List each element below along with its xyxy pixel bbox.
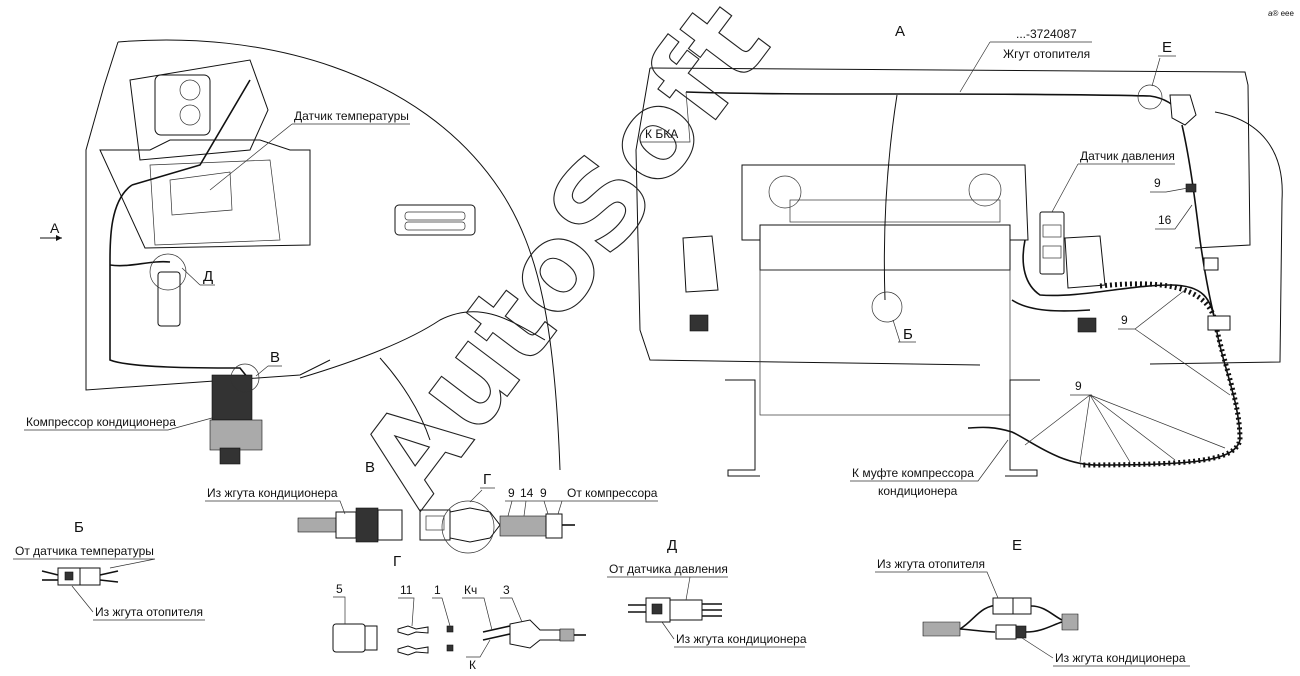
- from-heater-harness-label-b: Из жгута отопителя: [95, 605, 203, 619]
- from-ac-harness-label-v: Из жгута кондиционера: [207, 486, 338, 500]
- detail-g: Г 5 11 1 Кч 3 К: [332, 553, 586, 672]
- callout-g-label: Г: [483, 471, 491, 488]
- pos-9b-label: 9: [1121, 313, 1128, 327]
- pos-k-label: К: [469, 658, 476, 672]
- from-ac-harness-label-d: Из жгута кондиционера: [676, 632, 807, 646]
- corner-mark: a® eee: [1268, 9, 1294, 18]
- pos-11-label: 11: [400, 583, 413, 597]
- compressor-label: Компрессор кондиционера: [26, 415, 176, 429]
- to-clutch-line2: кондиционера: [878, 484, 958, 498]
- detail-v-title: В: [365, 459, 375, 476]
- from-heater-harness-label-e: Из жгута отопителя: [877, 557, 985, 571]
- main-view: А Датчик температуры Д В Компрессор конд…: [24, 39, 561, 471]
- temp-sensor-label: Датчик температуры: [294, 109, 409, 123]
- callout-d-label: Д: [203, 268, 213, 285]
- pos-9c-label: 9: [1075, 379, 1082, 393]
- pos-9b-v: 9: [540, 486, 547, 500]
- pos-14-v: 14: [520, 486, 534, 500]
- pos-9a-v: 9: [508, 486, 515, 500]
- watermark: AutoSoft: [332, 0, 795, 529]
- view-a-title: А: [895, 23, 905, 40]
- detail-d-title: Д: [667, 537, 677, 554]
- from-compressor-label: От компрессора: [567, 486, 658, 500]
- from-pressure-sensor-label: От датчика давления: [609, 562, 728, 576]
- pos-5-label: 5: [336, 582, 343, 596]
- view-arrow-a-label: А: [50, 220, 60, 236]
- detail-b: Б От датчика температуры Из жгута отопит…: [13, 519, 205, 621]
- callout-e-label: Е: [1162, 39, 1172, 56]
- pressure-sensor-label: Датчик давления: [1080, 149, 1175, 163]
- detail-e-title: Е: [1012, 537, 1022, 554]
- pos-3-label: 3: [503, 583, 510, 597]
- pos-16-label: 16: [1158, 213, 1172, 227]
- detail-b-title: Б: [74, 519, 84, 536]
- pos-1-label: 1: [434, 583, 441, 597]
- pos-9a-label: 9: [1154, 176, 1161, 190]
- view-a: А: [635, 23, 1283, 498]
- detail-g-title: Г: [393, 553, 401, 570]
- from-ac-harness-label-e: Из жгута кондиционера: [1055, 651, 1186, 665]
- detail-e: Е Из жгута отопителя Из жгута кондиционе…: [875, 537, 1190, 667]
- heater-harness-label: Жгут отопителя: [1003, 47, 1090, 61]
- to-bka-label: К БКА: [645, 127, 678, 141]
- part-number-label: ...-3724087: [1016, 27, 1077, 41]
- callout-b-label: Б: [903, 326, 913, 343]
- compressor-illustration: [209, 363, 263, 465]
- from-temp-sensor-label: От датчика температуры: [15, 544, 154, 558]
- detail-d: Д От датчика давления Из жгута кондицион…: [607, 537, 807, 648]
- to-clutch-line1: К муфте компрессора: [852, 466, 974, 480]
- detail-v: В Из жгута кондиционера Г 9 14 9 От комп…: [205, 459, 658, 554]
- pos-kch-label: Кч: [464, 583, 477, 597]
- callout-v-label: В: [270, 349, 280, 366]
